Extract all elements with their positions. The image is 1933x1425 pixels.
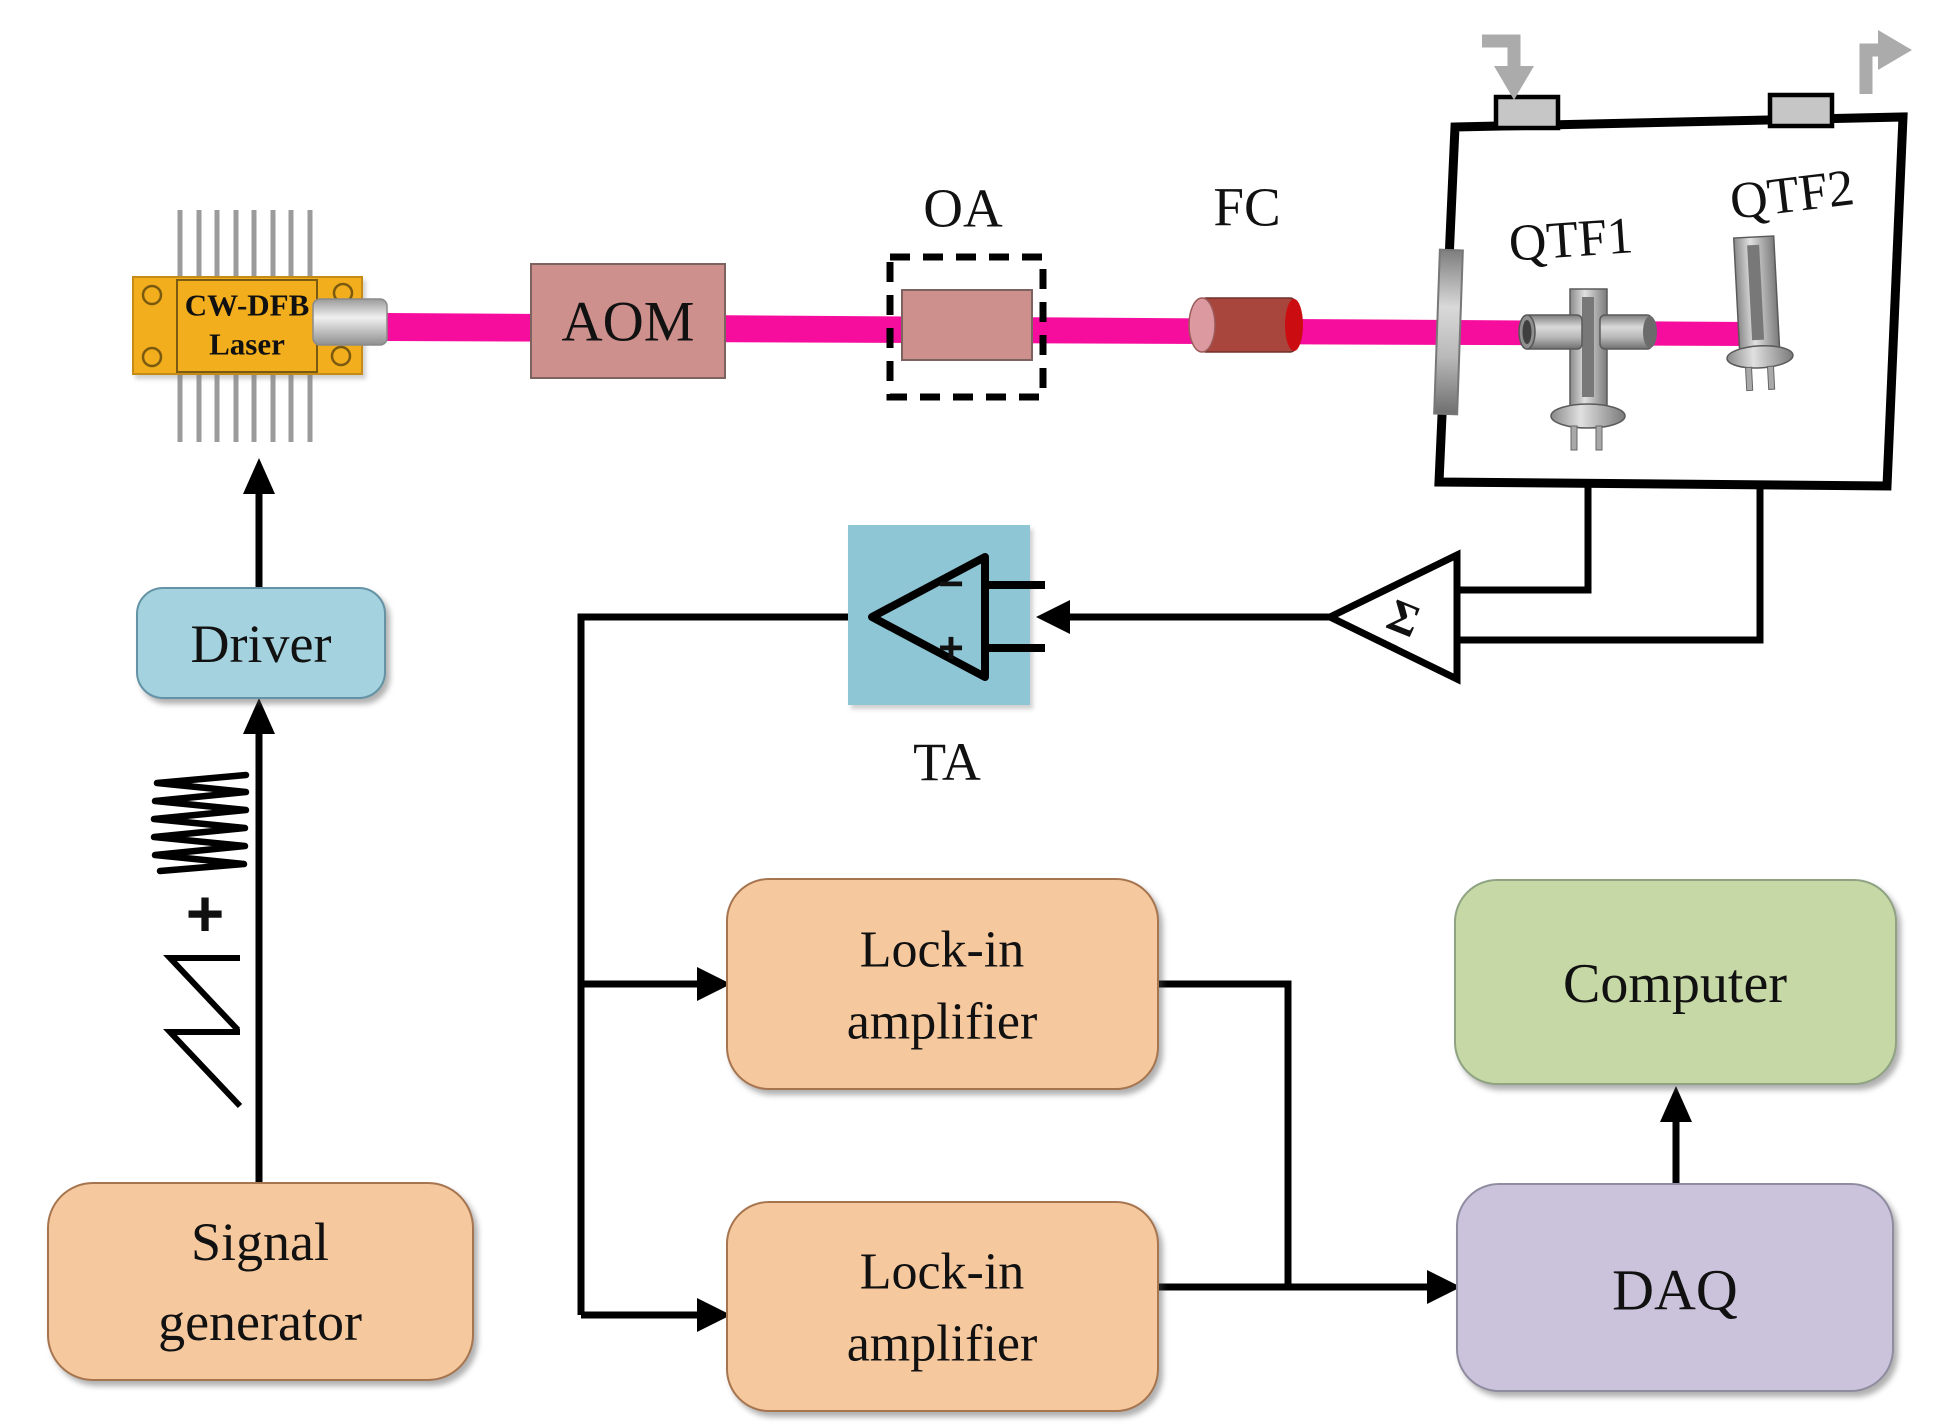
lockin2-box [726, 1201, 1159, 1412]
driver: Driver [136, 587, 386, 699]
cell-window [1433, 248, 1464, 416]
lockin1-label-line2: amplifier [847, 994, 1038, 1051]
aom-label: AOM [561, 291, 694, 354]
fc-label: FC [1213, 177, 1280, 238]
arrowhead-to-driver-icon [243, 698, 275, 734]
qtf2-pin [1766, 365, 1776, 390]
fc-output-face [1285, 299, 1303, 351]
oa-crystal [901, 289, 1033, 361]
laser-beam [387, 313, 1748, 346]
gas-cell [1434, 30, 1912, 491]
gas-outlet-port [1767, 92, 1835, 129]
qtf2-pin [1745, 366, 1754, 392]
driver-label: Driver [191, 614, 332, 674]
qtf1-tube-bore [1522, 320, 1532, 344]
computer-box [1454, 879, 1897, 1085]
laser-label-line1: CW-DFB [185, 288, 310, 323]
gas-in-arrow-icon [1482, 34, 1534, 100]
opamp-minus-label: − [938, 560, 964, 609]
qtf2-tuning-fork [1726, 235, 1794, 392]
ta-label: TA [913, 732, 981, 792]
signal-generator: Signal generator [47, 1182, 474, 1381]
signal-wires [255, 484, 1764, 1319]
daq-box [1456, 1183, 1894, 1392]
lockin1-label-line1: Lock-in [860, 922, 1025, 979]
laser-pins-bottom-icon [177, 372, 313, 442]
opamp-icon [868, 553, 1045, 681]
wire-ta-output-trunk [577, 613, 853, 1315]
wire-lockin1-output [1158, 980, 1292, 1287]
signal-generator-label-line2: generator [158, 1292, 362, 1352]
oa-label: OA [923, 178, 1003, 239]
arrowhead-to-lockin2-icon [697, 1298, 731, 1332]
wire-qtf2-to-summator [1455, 486, 1764, 644]
lockin1-box [726, 878, 1159, 1090]
computer-label: Computer [1563, 953, 1787, 1015]
summing-amplifier: Σ [1322, 549, 1461, 685]
laser-label-line2: Laser [209, 327, 285, 362]
opamp-plus-label: + [938, 624, 964, 673]
lockin2-label-line1: Lock-in [860, 1244, 1025, 1301]
arrowhead-to-lockin1-icon [697, 967, 731, 1001]
sawtooth-wave-icon [163, 955, 243, 1109]
qtf1-tube-end [1643, 316, 1657, 348]
qtf1-pin [1595, 425, 1603, 451]
gas-cell-internals: QTF1 QTF2 [1433, 159, 1857, 451]
lockin-amplifier-2: Lock-in amplifier [726, 1201, 1159, 1412]
laser-output-cylinder [312, 298, 388, 346]
daq: DAQ [1456, 1183, 1894, 1392]
cw-dfb-laser: CW-DFB Laser [132, 210, 388, 442]
fc-input-face [1188, 297, 1216, 353]
arrowhead-to-computer-icon [1660, 1086, 1692, 1122]
lockin-amplifier-1: Lock-in amplifier [726, 878, 1159, 1090]
qtf2-base [1726, 344, 1794, 369]
summator-triangle-icon [1322, 549, 1461, 685]
gas-inlet-port [1493, 94, 1561, 131]
wire-qtf1-to-summator [1455, 484, 1592, 594]
arrowhead-to-ta-icon [1036, 600, 1070, 634]
arrowhead-to-daq-icon [1427, 1270, 1461, 1304]
wire-arrowheads [243, 458, 1692, 1332]
oa: OA [886, 178, 1047, 401]
fc-collimator: FC [1188, 177, 1303, 353]
plus-sign: + [186, 876, 225, 950]
qtf1-tuning-fork [1518, 288, 1657, 451]
modulation-waveforms: + [150, 771, 250, 1109]
lockin2-label-line2: amplifier [847, 1316, 1038, 1373]
daq-label: DAQ [1612, 1258, 1738, 1323]
qtf1-fork-slot [1582, 297, 1594, 397]
qtf2-fork-slot [1747, 244, 1765, 341]
ta-amplifier: − + TA [848, 525, 1045, 792]
qtf1-base [1550, 403, 1626, 429]
gas-out-arrow-icon [1859, 30, 1912, 94]
sine-wave-icon [150, 771, 250, 875]
oa-dashed-outline [886, 253, 1047, 401]
aom: AOM [530, 263, 726, 379]
driver-box [136, 587, 386, 699]
laser-screw-holes-icon [141, 282, 354, 368]
qtf1-label: QTF1 [1507, 207, 1635, 273]
signal-generator-label-line1: Signal [191, 1212, 329, 1272]
aom-box [530, 263, 726, 379]
laser-pins-top-icon [177, 210, 313, 279]
signal-generator-box [47, 1182, 474, 1381]
computer: Computer [1454, 879, 1897, 1085]
arrowhead-to-laser-icon [243, 458, 275, 494]
qtf1-pin [1570, 425, 1578, 451]
